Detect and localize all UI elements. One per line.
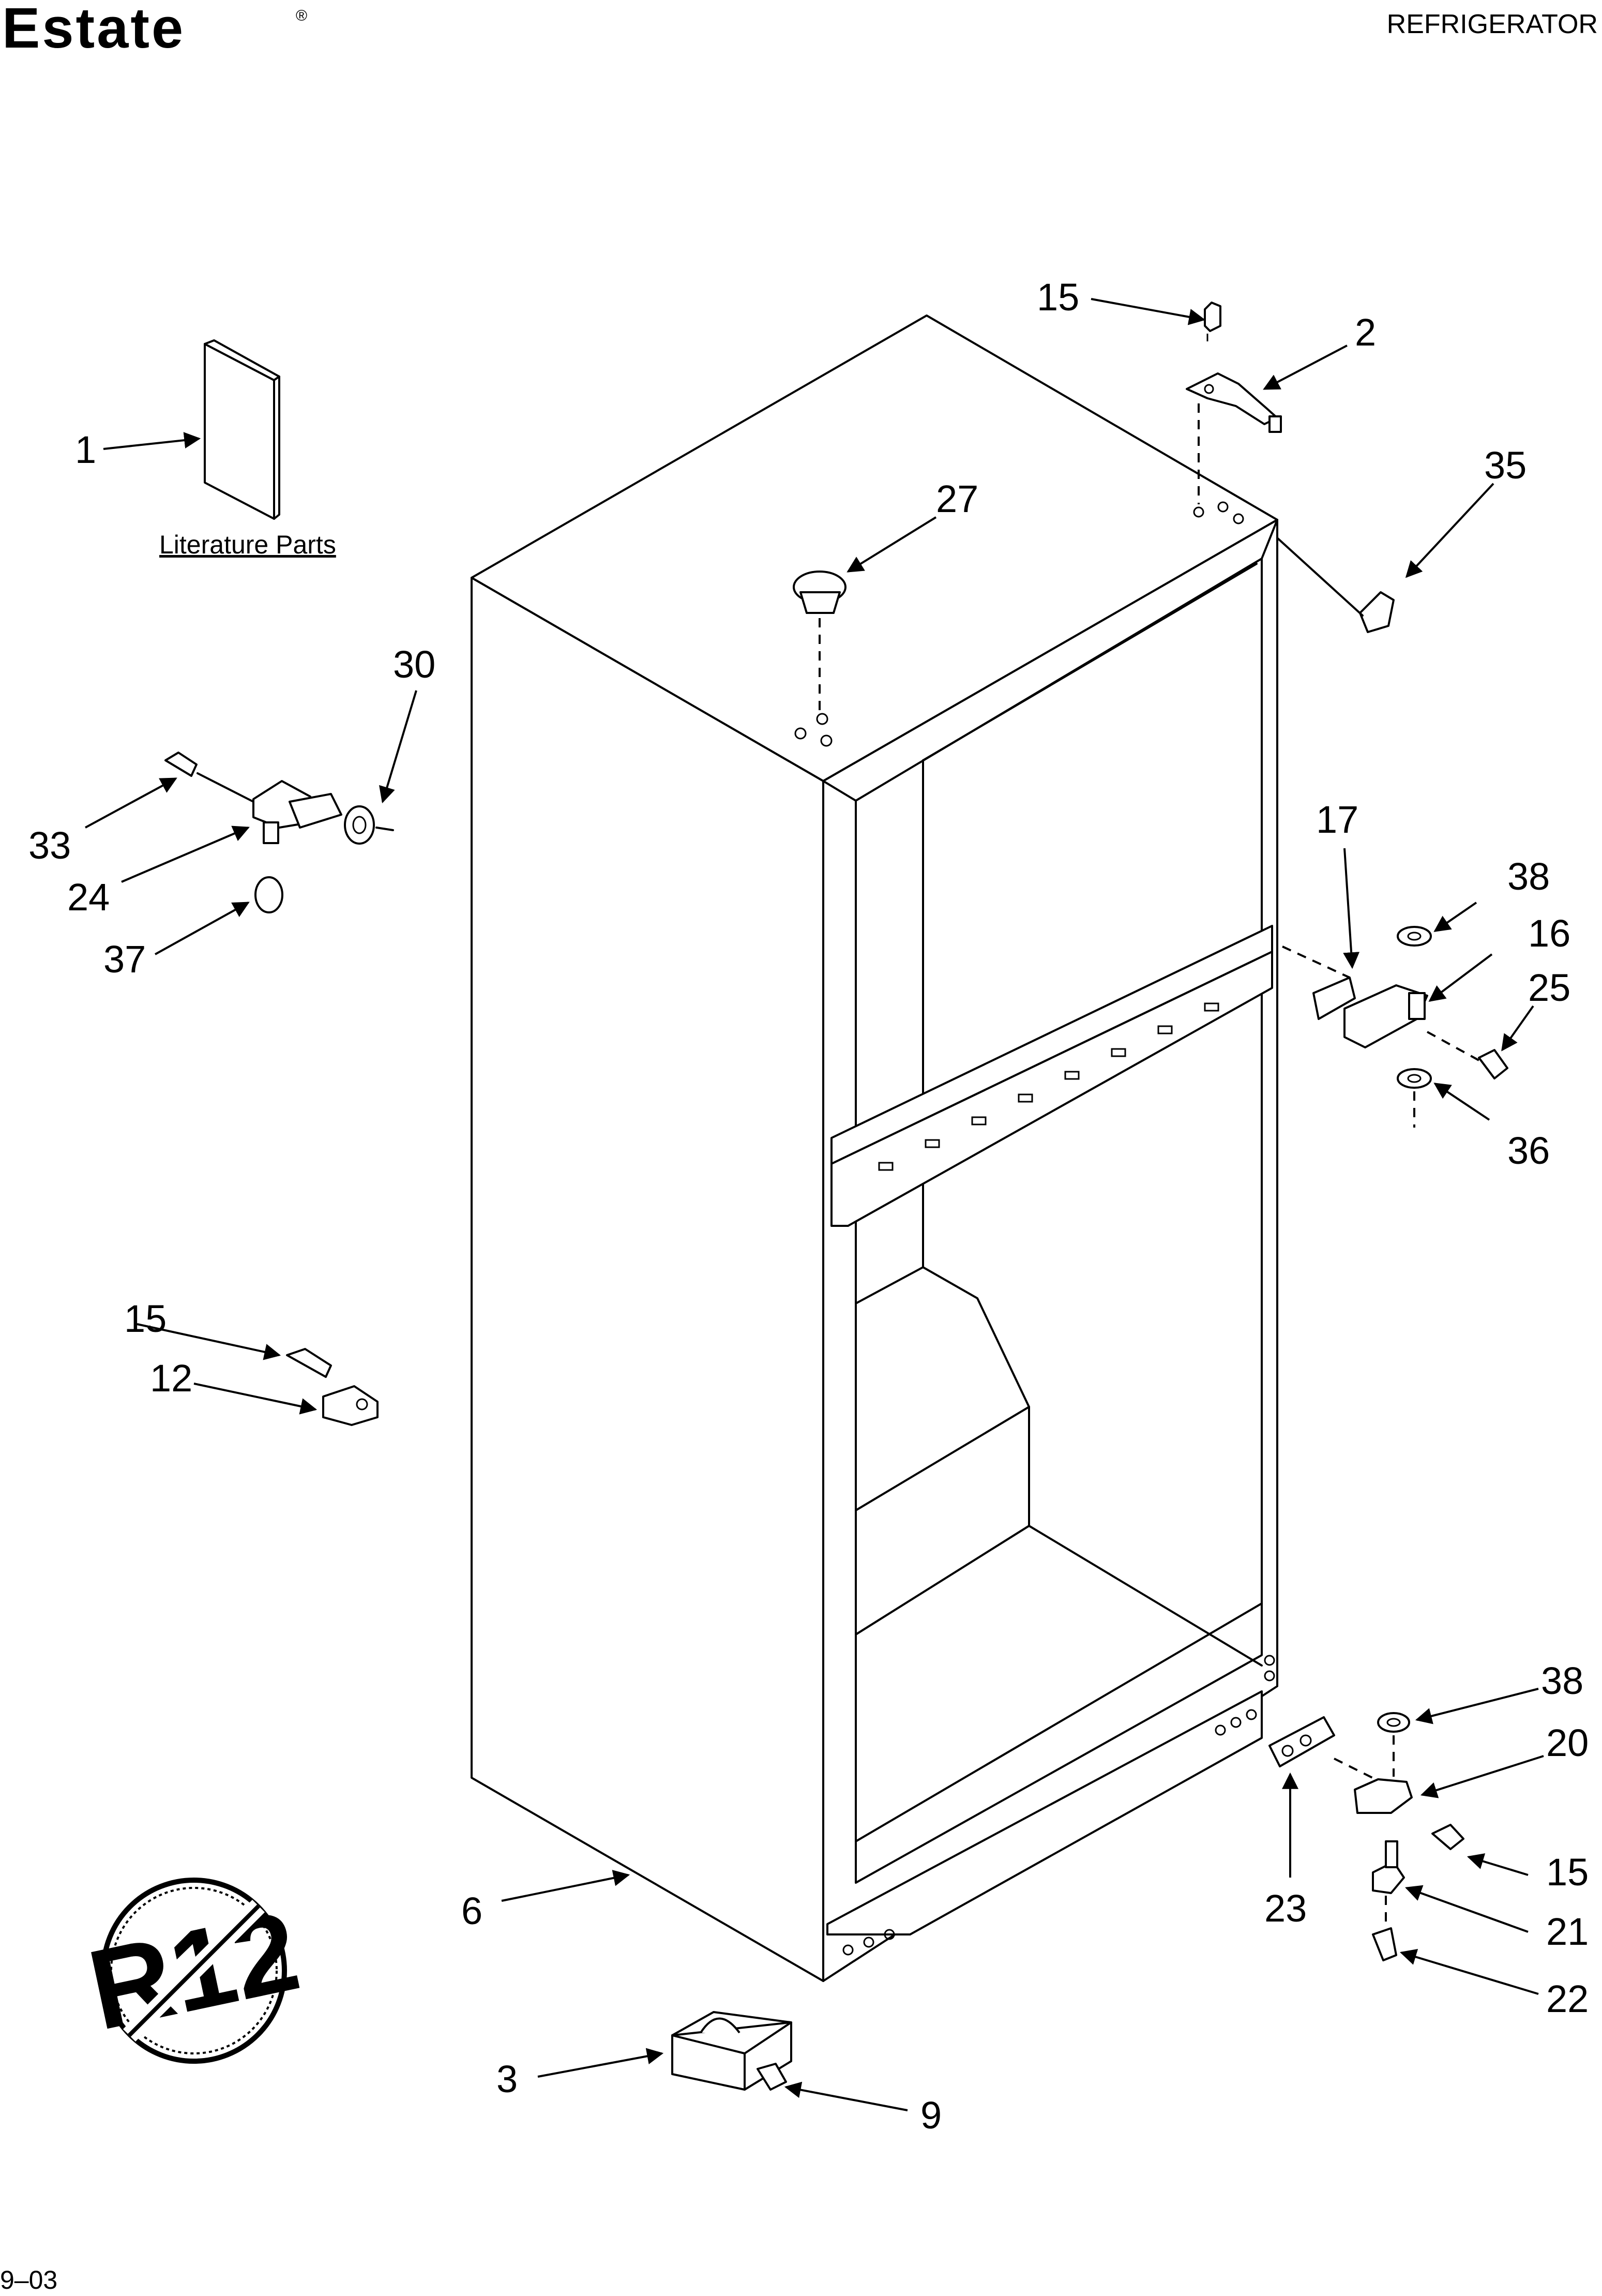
callout-9: 9 <box>920 2094 942 2137</box>
bracket-and-screw-part <box>286 1348 379 1426</box>
callout-12: 12 <box>150 1357 192 1400</box>
callout-numbers: 1 2 3 6 9 12 15 15 15 16 17 20 21 22 23 … <box>28 276 1589 2137</box>
callout-16: 16 <box>1528 912 1570 955</box>
callout-22: 22 <box>1546 1977 1589 2020</box>
callout-1: 1 <box>75 428 96 471</box>
footer-date: 9–03 <box>0 2265 57 2294</box>
callout-15-left: 15 <box>124 1297 167 1340</box>
callout-2: 2 <box>1355 311 1376 354</box>
callout-23: 23 <box>1264 1887 1307 1930</box>
rail-slots <box>878 1002 1219 1171</box>
shim-plate-part <box>1268 1716 1376 1780</box>
callout-30: 30 <box>393 643 435 686</box>
leveling-leg-part <box>671 2011 792 2091</box>
registered-mark: ® <box>296 7 307 24</box>
callout-24: 24 <box>67 876 110 919</box>
bottom-hinge-assembly <box>1354 1712 1464 1961</box>
literature-booklet-part <box>204 339 280 520</box>
hinge-cap-part <box>1276 537 1395 633</box>
leader-lines <box>85 298 1544 2111</box>
callout-17: 17 <box>1316 798 1358 841</box>
callout-3: 3 <box>496 2058 518 2100</box>
middle-hinge-assembly <box>1282 926 1508 1128</box>
callout-35: 35 <box>1484 444 1527 487</box>
callout-21: 21 <box>1546 1910 1589 1953</box>
literature-parts-label: Literature Parts <box>159 530 336 559</box>
callout-37: 37 <box>103 938 146 981</box>
callout-33: 33 <box>28 824 71 867</box>
callout-38-top: 38 <box>1507 855 1550 898</box>
plug-button-part <box>793 571 847 716</box>
callout-20: 20 <box>1546 1721 1589 1764</box>
callout-15-bottom: 15 <box>1546 1851 1589 1894</box>
callout-25: 25 <box>1528 966 1570 1009</box>
callout-38-bottom: 38 <box>1541 1659 1583 1702</box>
header-title: REFRIGERATOR <box>1387 9 1598 39</box>
no-r12-badge: R12 <box>79 1878 309 2064</box>
callout-27: 27 <box>936 477 978 520</box>
center-hinge-assembly <box>164 752 394 913</box>
cabinet <box>471 314 1278 1982</box>
brand-logo: Estate <box>2 0 185 60</box>
callout-6: 6 <box>461 1889 482 1932</box>
callout-36: 36 <box>1507 1129 1550 1172</box>
callout-15-top: 15 <box>1037 276 1079 319</box>
top-hinge-part <box>1186 302 1282 504</box>
